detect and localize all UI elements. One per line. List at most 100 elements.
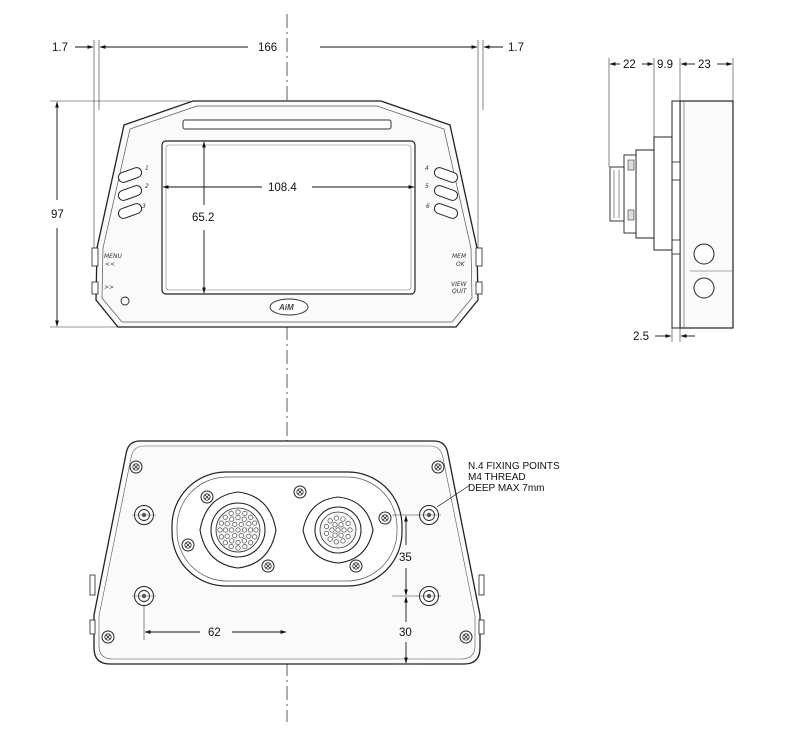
- connector-pin: [224, 533, 230, 539]
- display-screen: [161, 140, 416, 295]
- button-6[interactable]: [433, 202, 459, 220]
- panel-screw-icon: [349, 559, 363, 573]
- panel-screw-icon: [200, 490, 214, 504]
- dim-height-97: 97: [51, 209, 64, 221]
- connector-pin: [224, 521, 230, 527]
- connector-pin: [229, 516, 235, 522]
- arrow-label: >>: [104, 284, 114, 291]
- panel-screw-icon: [181, 538, 195, 552]
- button-2[interactable]: [117, 184, 143, 202]
- connector-pin: [332, 532, 338, 538]
- button-4-label: 4: [425, 165, 429, 172]
- connector-pin: [252, 520, 258, 526]
- panel-screw-icon: [378, 511, 392, 525]
- connector-pin: [241, 538, 247, 544]
- connector-pin: [327, 536, 333, 542]
- button-3-label: 3: [142, 203, 146, 210]
- right-buttons: 4 5 6: [425, 165, 459, 220]
- note-depth: DEEP MAX 7mm: [468, 483, 545, 494]
- connector-pin: [248, 527, 254, 533]
- dim-screen-height-65-2: 65.2: [192, 212, 214, 224]
- connector-pin: [242, 510, 248, 516]
- menu-label: MENU: [104, 253, 122, 260]
- button-5[interactable]: [433, 184, 459, 202]
- connector-pin: [235, 539, 241, 545]
- connector-pin: [340, 516, 346, 522]
- connector-pin: [242, 527, 248, 533]
- quit-label: QUIT: [452, 288, 468, 295]
- button-2-label: 2: [145, 183, 149, 190]
- connector-pin: [222, 514, 228, 520]
- svg-text:AiM: AiM: [278, 303, 294, 312]
- connector-pin: [217, 527, 223, 533]
- button-1[interactable]: [117, 166, 143, 184]
- note-thread: M4 THREAD: [468, 472, 526, 483]
- side-view: 22 9.9 23 2.5: [608, 58, 734, 343]
- connector-pin: [235, 527, 241, 533]
- connector-right: [302, 496, 374, 564]
- connector-pin: [248, 514, 254, 520]
- connector-pin: [228, 510, 234, 516]
- button-6-label: 6: [426, 203, 430, 210]
- connector-pin: [218, 520, 224, 526]
- connector-pin: [223, 527, 229, 533]
- dim-side-22: 22: [623, 59, 636, 71]
- dim-rear-30: 30: [399, 627, 412, 639]
- connector-pin: [248, 540, 254, 546]
- connector-pin: [235, 514, 241, 520]
- corner-screw-icon: [431, 460, 445, 474]
- connector-pin: [242, 544, 248, 550]
- connector-pin: [338, 532, 344, 538]
- corner-screw-icon: [101, 630, 115, 644]
- dim-width-166: 166: [258, 42, 277, 54]
- connector-left: [199, 491, 277, 569]
- dim-side-9-9: 9.9: [657, 59, 673, 71]
- connector-pin: [235, 509, 241, 515]
- button-5-label: 5: [425, 183, 429, 190]
- mem-label: MEM: [452, 253, 467, 260]
- connector-pin: [323, 524, 329, 530]
- connector-pin: [246, 521, 252, 527]
- connector-pin: [340, 538, 346, 544]
- left-buttons: 1 2 3: [117, 165, 149, 220]
- view-label: VIEW: [451, 281, 468, 288]
- aim-logo: AiM: [269, 298, 309, 316]
- panel-screw-icon: [293, 485, 307, 499]
- connector-pin: [345, 521, 351, 527]
- connector-pin: [335, 527, 341, 533]
- connector-pin: [347, 527, 353, 533]
- connector-pin: [229, 527, 235, 533]
- connector-pin: [332, 522, 338, 528]
- dim-rear-35: 35: [399, 552, 412, 564]
- corner-screw-icon: [459, 630, 473, 644]
- corner-screw-icon: [129, 460, 143, 474]
- panel-screw-icon: [261, 559, 275, 573]
- connector-pin: [232, 521, 238, 527]
- button-1-label: 1: [145, 165, 149, 172]
- connector-pin: [252, 534, 258, 540]
- connector-pin: [246, 533, 252, 539]
- connector-pin: [253, 527, 259, 533]
- connector-pin: [345, 533, 351, 539]
- connector-pin: [218, 534, 224, 540]
- button-3[interactable]: [117, 202, 143, 220]
- connector-pin: [229, 538, 235, 544]
- status-led: [120, 296, 130, 306]
- top-light-slot: [182, 119, 392, 130]
- connector-pin: [235, 545, 241, 551]
- front-view: 1 2 3 4 5 6 MENU << >> MEM OK VIEW QUIT …: [50, 40, 524, 328]
- connector-pin: [341, 527, 347, 533]
- dim-side-2-5: 2.5: [633, 331, 649, 343]
- button-4[interactable]: [433, 166, 459, 184]
- menu-sub-label: <<: [105, 261, 115, 268]
- connector-pin: [228, 544, 234, 550]
- rear-view: N.4 FIXING POINTS M4 THREAD DEEP MAX 7mm…: [89, 440, 560, 665]
- note-fixing-points: N.4 FIXING POINTS: [468, 461, 560, 472]
- dim-rear-62: 62: [208, 627, 221, 639]
- connector-pin: [329, 527, 335, 533]
- connector-pin: [333, 515, 339, 521]
- connector-pin: [323, 530, 329, 536]
- connector-pin: [338, 522, 344, 528]
